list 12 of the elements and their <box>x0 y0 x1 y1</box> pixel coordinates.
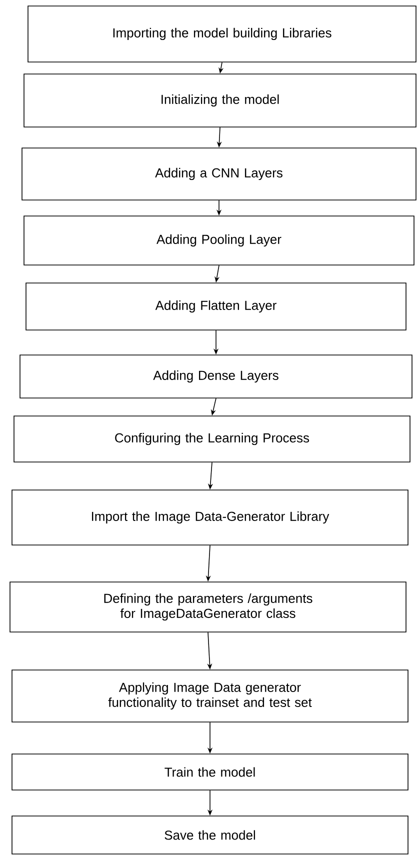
process-box: Adding Dense Layers <box>20 354 412 398</box>
process-box: Train the model <box>12 754 408 790</box>
process-box: Defining the parameters /arguments for ImageDataGenerator class <box>10 582 406 632</box>
process-box: Save the model <box>12 816 408 854</box>
process-box: Adding a CNN Layers <box>22 148 416 200</box>
process-box: Applying Image Data generator functionality to trainset and test set <box>12 670 408 722</box>
process-box: Importing the model building Libraries <box>28 6 416 62</box>
process-box: Adding Flatten Layer <box>26 282 406 330</box>
process-box: Configuring the Learning Process <box>14 416 410 462</box>
process-box: Adding Pooling Layer <box>24 216 414 266</box>
process-box: Import the Image Data-Generator Library <box>12 490 408 546</box>
process-box: Initializing the model <box>24 74 416 128</box>
